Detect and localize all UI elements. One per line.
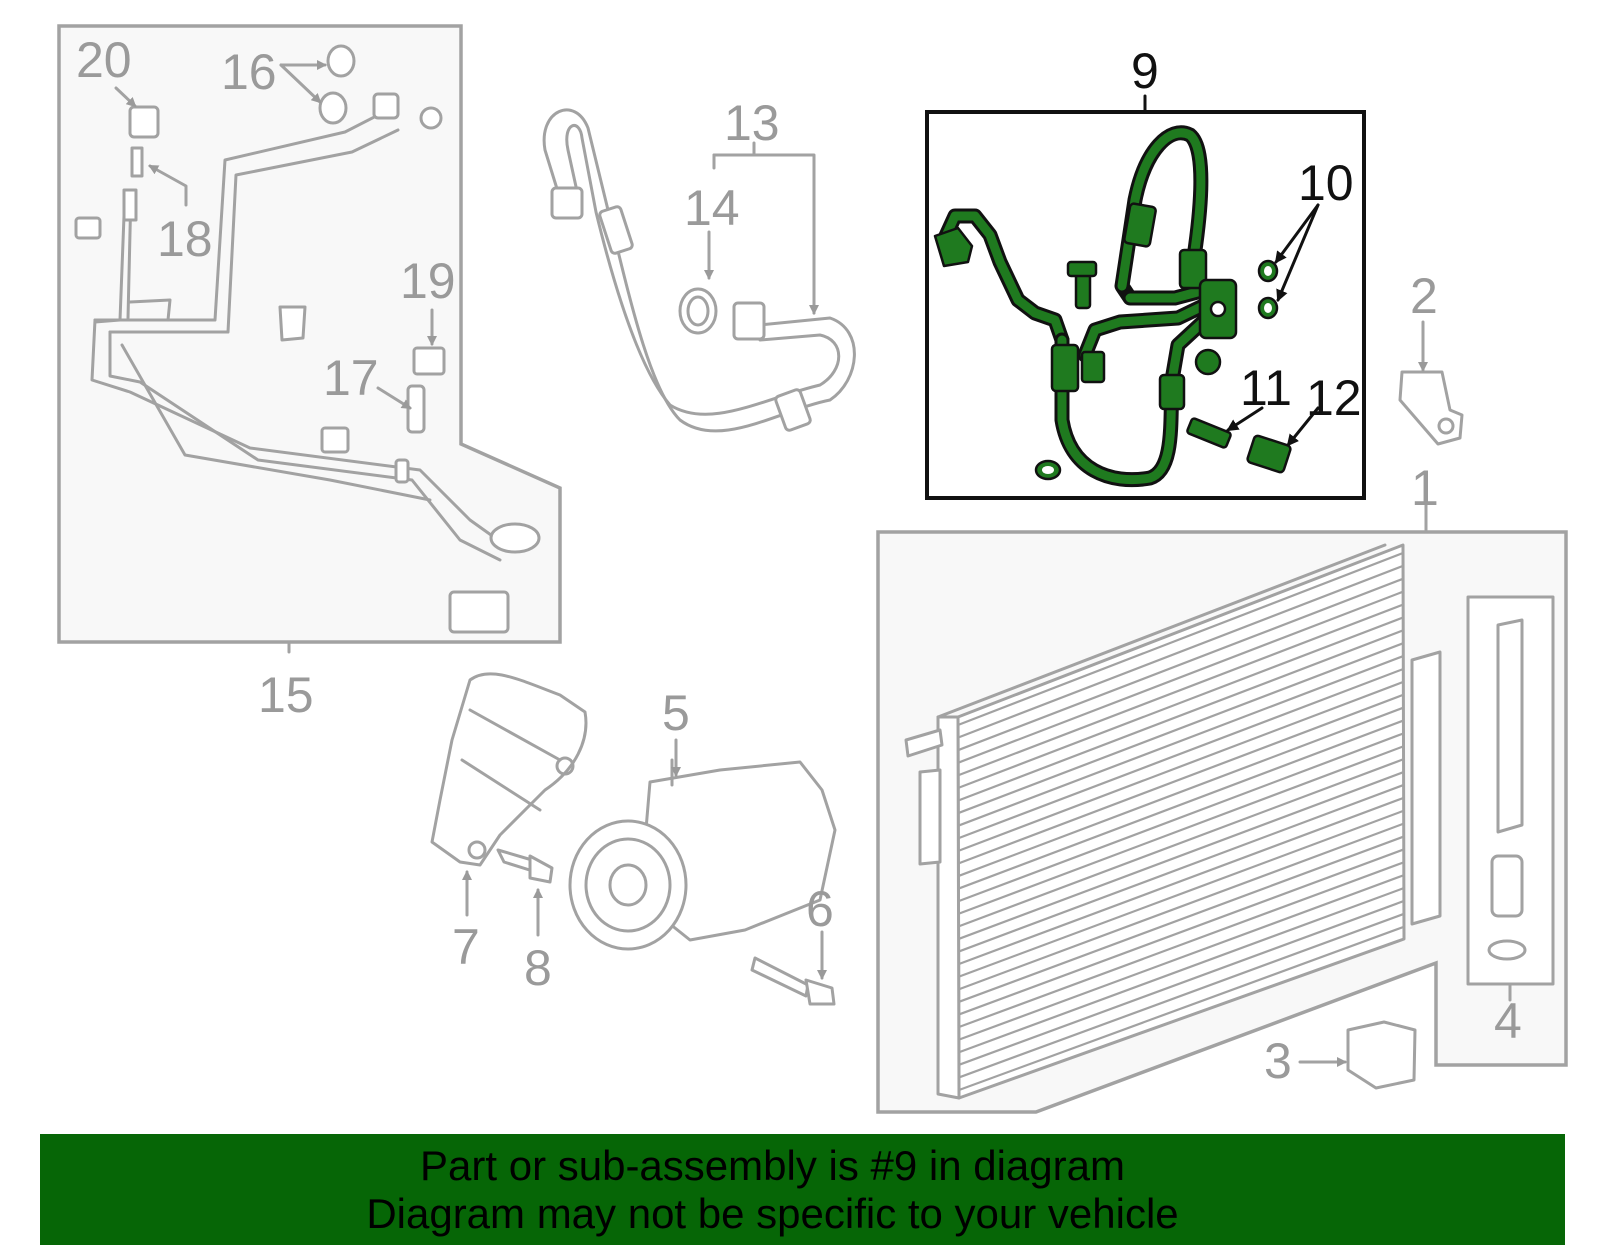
condenser-fin — [957, 771, 1404, 941]
condenser-fin — [957, 797, 1404, 966]
callouts: 1 2 3 4 5 6 7 8 9 10 11 12 13 14 15 16 1… — [76, 32, 1522, 1089]
callout-2: 2 — [1410, 268, 1438, 324]
callout-19: 19 — [400, 253, 456, 309]
condenser-fin — [957, 861, 1404, 1029]
callout-6: 6 — [806, 881, 834, 937]
condenser-fin — [957, 693, 1404, 865]
highlighted-hose-assembly-9 — [925, 94, 1366, 500]
panel-15-leaders — [114, 60, 437, 654]
callout-1: 1 — [1411, 460, 1439, 516]
condenser-fin — [957, 784, 1404, 953]
callout-11: 11 — [1240, 360, 1292, 416]
callout-18: 18 — [157, 211, 213, 267]
condenser-fin — [957, 926, 1404, 1092]
condenser-fin — [957, 616, 1404, 790]
banner-disclaimer: Diagram may not be specific to your vehi… — [366, 1190, 1179, 1237]
callout-3: 3 — [1264, 1033, 1292, 1089]
callout-16: 16 — [221, 44, 277, 100]
callout-4: 4 — [1494, 993, 1522, 1049]
callout-8: 8 — [524, 940, 552, 996]
condenser-fin — [957, 551, 1404, 727]
bolt-6 — [750, 930, 836, 1006]
callout-13: 13 — [724, 95, 780, 151]
condenser-fin — [957, 668, 1404, 840]
condenser-panel — [876, 498, 1568, 1114]
callout-5: 5 — [662, 685, 690, 741]
condenser-fin — [957, 706, 1404, 878]
callout-7: 7 — [452, 919, 480, 975]
condenser-fin — [957, 590, 1404, 764]
suction-hose-13 — [542, 108, 856, 433]
callout-17: 17 — [323, 350, 379, 406]
condenser-fin — [957, 564, 1404, 739]
banner-part-note: Part or sub-assembly is #9 in diagram — [420, 1142, 1125, 1189]
callout-12: 12 — [1306, 370, 1362, 426]
condenser-fin — [957, 822, 1404, 991]
condenser-fin — [957, 655, 1404, 827]
info-banner: Part or sub-assembly is #9 in diagram Di… — [40, 1134, 1565, 1245]
callout-20: 20 — [76, 32, 132, 88]
condenser-fin — [957, 809, 1404, 979]
condenser-fin — [957, 719, 1404, 890]
insulator-3 — [1298, 1020, 1417, 1090]
condenser-fin — [957, 629, 1404, 802]
condenser-fin — [957, 642, 1404, 815]
condenser-fin — [957, 745, 1404, 916]
callout-14: 14 — [684, 180, 740, 236]
line-assembly-panel — [57, 24, 562, 644]
condenser-fin — [957, 577, 1404, 752]
callout-15: 15 — [258, 667, 314, 723]
compressor-bracket-7 — [430, 672, 588, 917]
bracket-2 — [1398, 320, 1464, 446]
condenser-fin — [957, 848, 1404, 1016]
condenser-fin — [957, 758, 1404, 928]
condenser-fin — [957, 874, 1404, 1042]
bolt-8 — [496, 848, 554, 937]
condenser-fin — [957, 732, 1404, 903]
condenser-fin — [957, 835, 1404, 1004]
condenser-fin — [957, 913, 1404, 1079]
condenser-fin — [957, 900, 1404, 1067]
callout-10: 10 — [1298, 155, 1354, 211]
condenser-fin — [957, 680, 1404, 853]
condenser-fin — [957, 887, 1404, 1054]
condenser-fin — [957, 603, 1404, 777]
callout-9: 9 — [1131, 43, 1159, 99]
compressor-5 — [568, 738, 837, 951]
